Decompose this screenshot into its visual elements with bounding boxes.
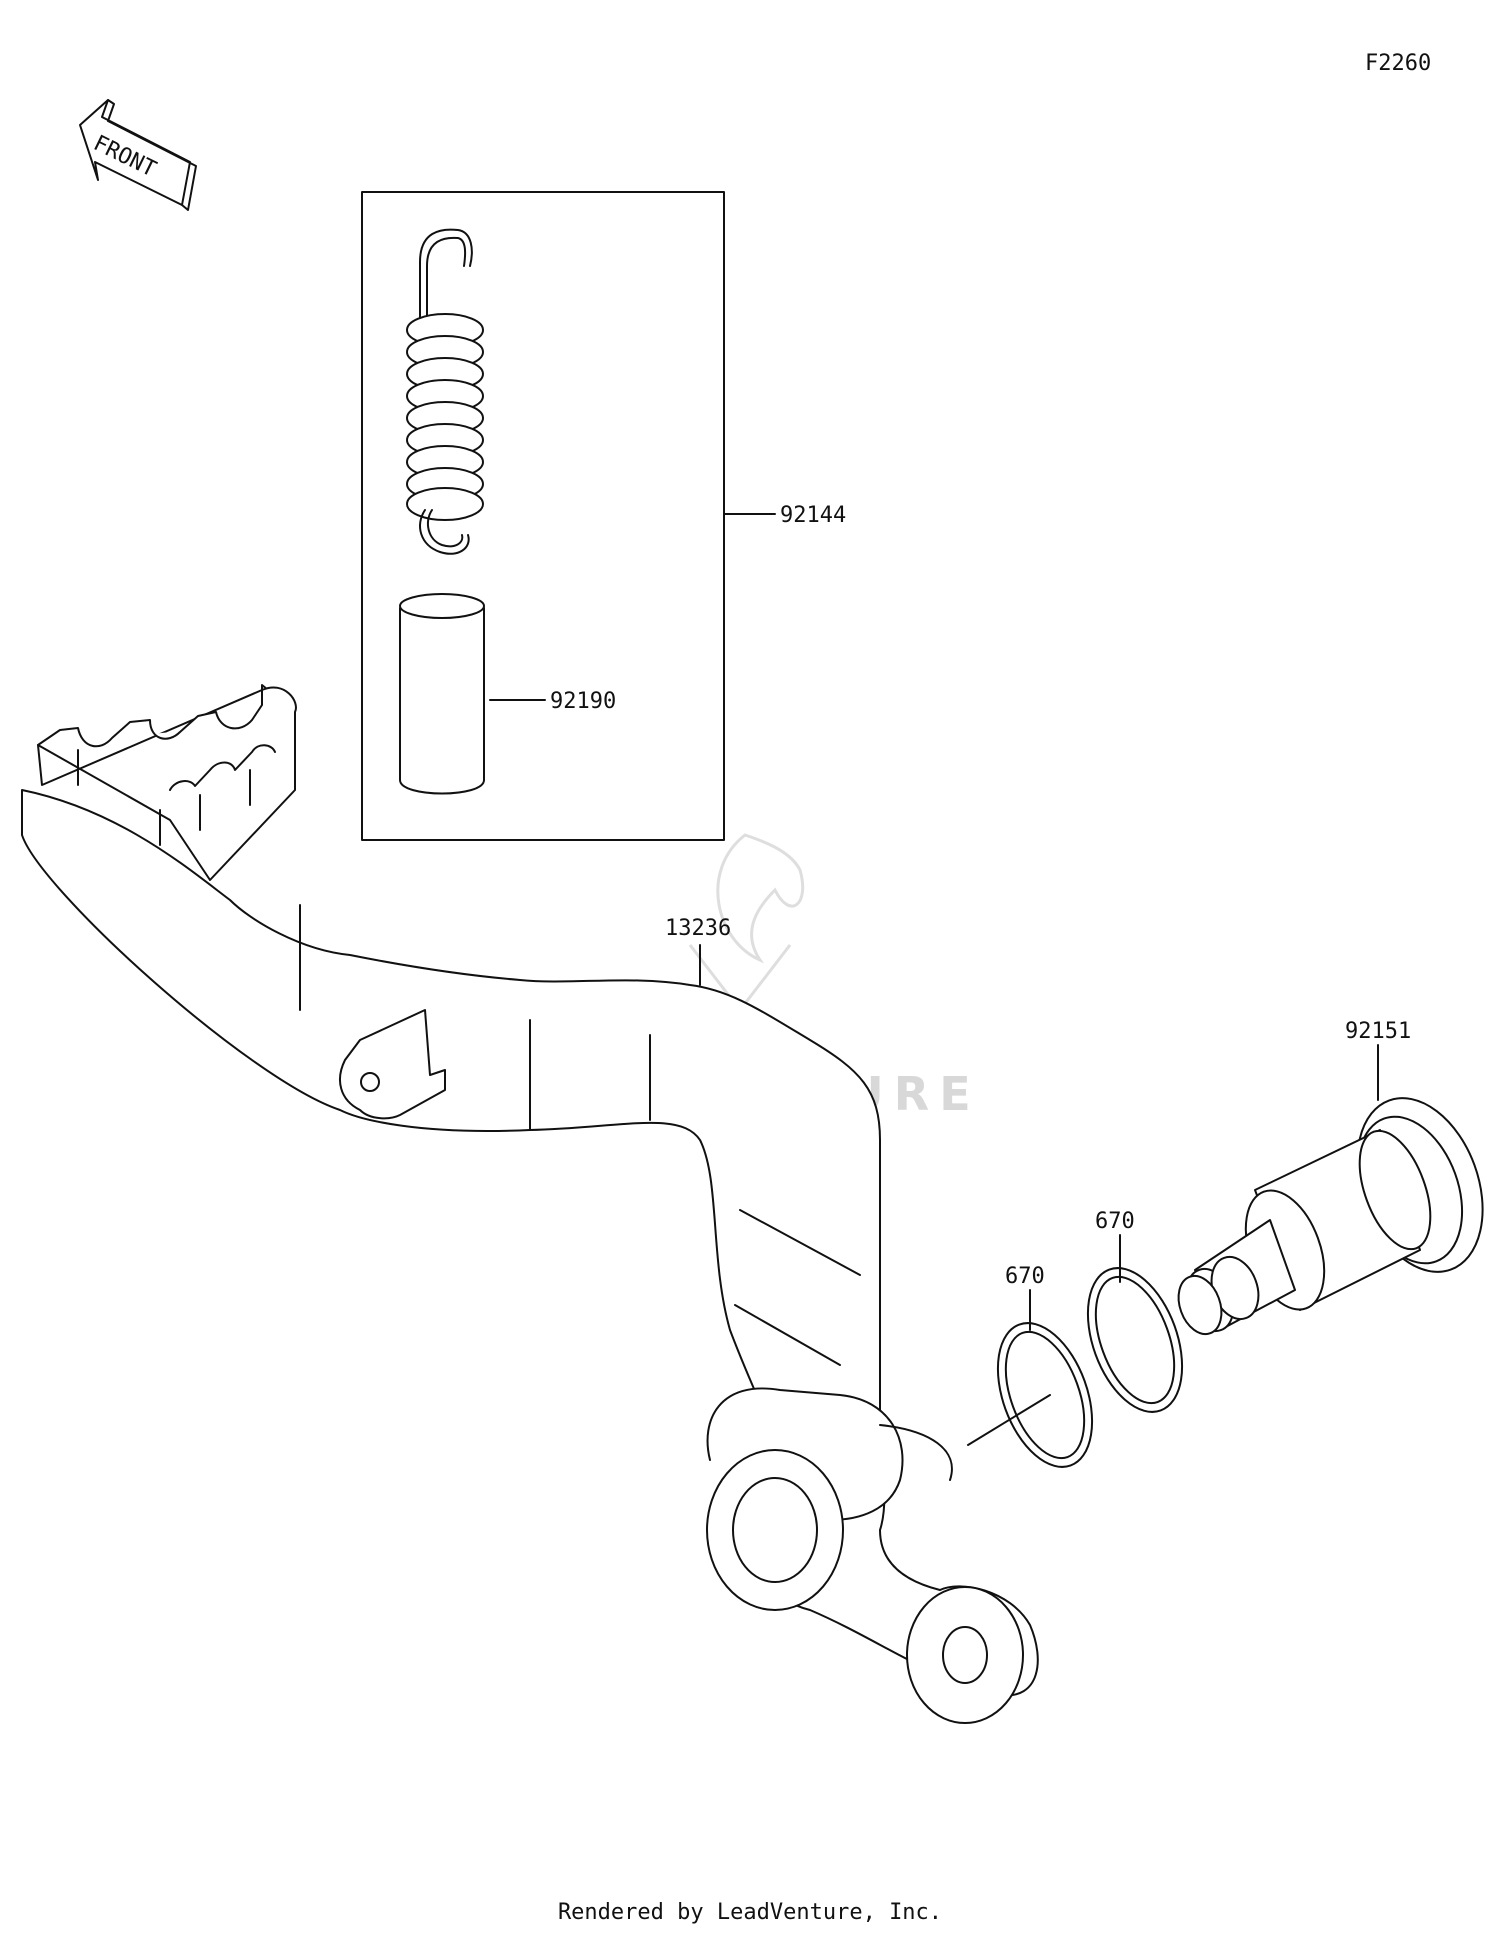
callout-670-inner: 670 <box>1005 1264 1045 1289</box>
callout-670-outer: 670 <box>1095 1209 1135 1234</box>
pivot-shaft <box>1177 1097 1484 1336</box>
callout-13236: 13236 <box>665 916 731 941</box>
brake-pedal <box>21 684 1039 1724</box>
o-ring-inner <box>996 1322 1094 1468</box>
axis-line <box>967 1394 1051 1446</box>
callout-92190: 92190 <box>550 689 616 714</box>
kit-box <box>361 191 725 841</box>
callout-92151: 92151 <box>1345 1019 1411 1044</box>
return-spring <box>406 228 484 555</box>
figure-code: F2260 <box>1365 51 1431 76</box>
o-ring-outer <box>1086 1267 1184 1413</box>
collar <box>399 593 485 795</box>
front-direction-arrow: FRONT <box>79 99 197 211</box>
callout-92144: 92144 <box>780 503 846 528</box>
footer-credit: Rendered by LeadVenture, Inc. <box>557 1900 943 1925</box>
